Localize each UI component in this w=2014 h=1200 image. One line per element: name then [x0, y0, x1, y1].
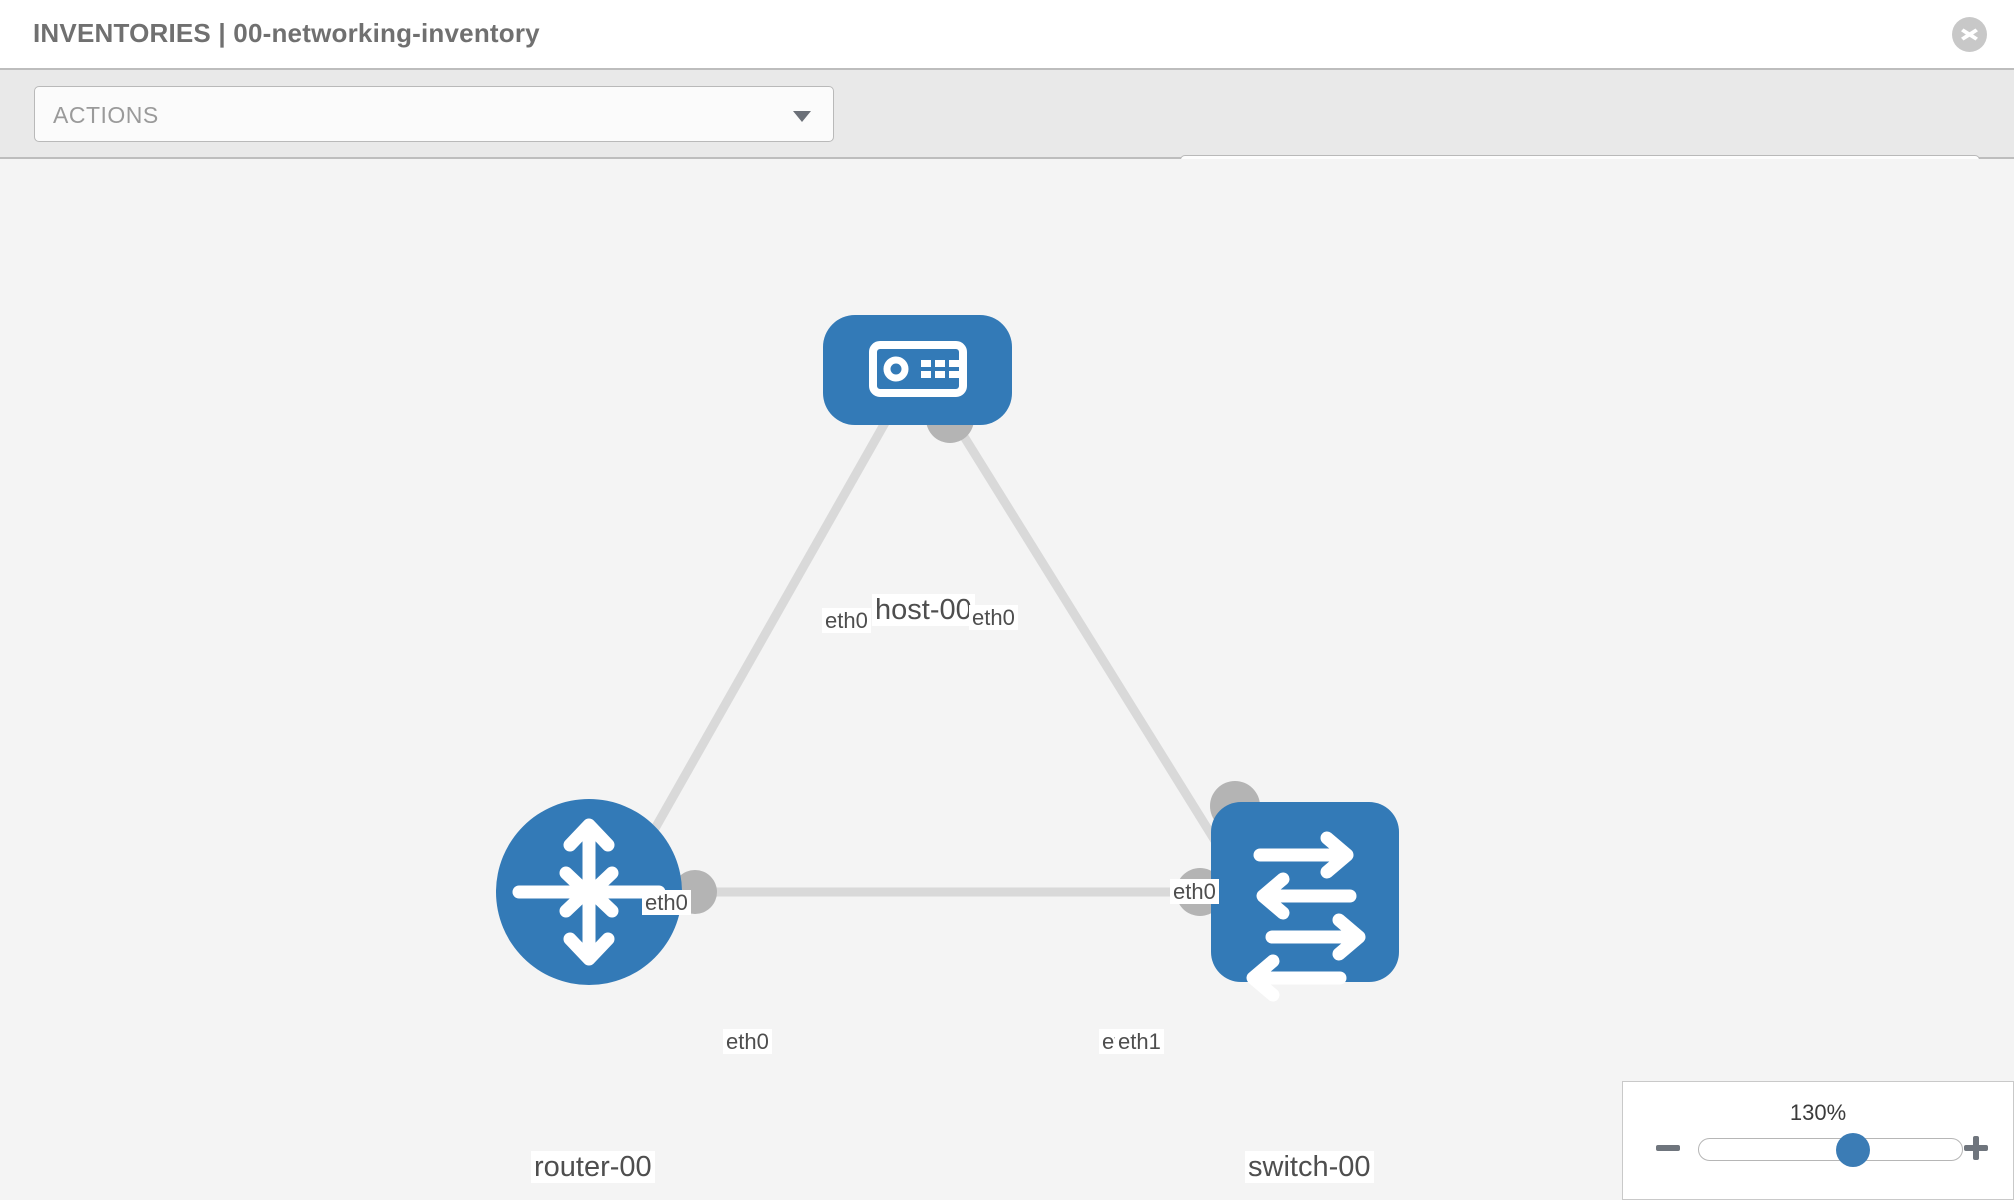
- minus-icon: [1656, 1145, 1680, 1151]
- actions-dropdown[interactable]: ACTIONS: [34, 86, 834, 142]
- zoom-control-panel: 130%: [1622, 1081, 2014, 1200]
- topology-edges: [611, 411, 1249, 902]
- server-icon: [869, 341, 967, 397]
- node-host-00: [823, 315, 1012, 425]
- zoom-out-button[interactable]: [1653, 1133, 1683, 1163]
- switch-icon: [1246, 831, 1366, 1002]
- topology-connectors: [673, 395, 1260, 916]
- close-icon: [1961, 28, 1978, 41]
- close-button[interactable]: [1952, 17, 1987, 52]
- plus-icon: [1964, 1136, 1988, 1160]
- node-label-router-00: router-00: [531, 1151, 655, 1184]
- zoom-percent-label: 130%: [1789, 1100, 1847, 1125]
- node-host-00-body: [823, 315, 1012, 425]
- edge-label-switch00-eth1-left: eth1: [1115, 1029, 1164, 1055]
- toolbar: ACTIONS: [0, 68, 2014, 212]
- topology-canvas[interactable]: host-00 router-00 switch-00 eth0 eth0 et…: [0, 159, 2014, 1200]
- node-label-host-00: host-00: [872, 594, 975, 627]
- zoom-in-button[interactable]: [1961, 1133, 1991, 1163]
- node-switch-00: [1211, 802, 1399, 1002]
- node-router-00: [496, 799, 682, 985]
- edge-host00-router00: [611, 411, 894, 902]
- actions-dropdown-label: ACTIONS: [53, 102, 159, 128]
- edge-label-router00-eth0-right: eth0: [723, 1029, 772, 1055]
- page-title: INVENTORIES | 00-networking-inventory: [33, 18, 540, 48]
- edge-label-switch00-eth0-up: eth0: [1170, 879, 1219, 905]
- edge-label-host00-eth0-left: eth0: [822, 608, 871, 634]
- zoom-slider[interactable]: [1698, 1132, 1963, 1167]
- edge-label-router00-eth0-up: eth0: [642, 890, 691, 916]
- page-header: INVENTORIES | 00-networking-inventory: [0, 0, 2014, 68]
- node-label-switch-00: switch-00: [1245, 1151, 1374, 1184]
- edge-host00-switch00: [946, 411, 1249, 892]
- topology-graph: [496, 315, 1399, 1002]
- edge-label-host00-eth0-right: eth0: [969, 605, 1018, 631]
- router-icon: [512, 818, 666, 966]
- chevron-down-icon: [793, 111, 811, 122]
- zoom-slider-thumb[interactable]: [1835, 1132, 1870, 1167]
